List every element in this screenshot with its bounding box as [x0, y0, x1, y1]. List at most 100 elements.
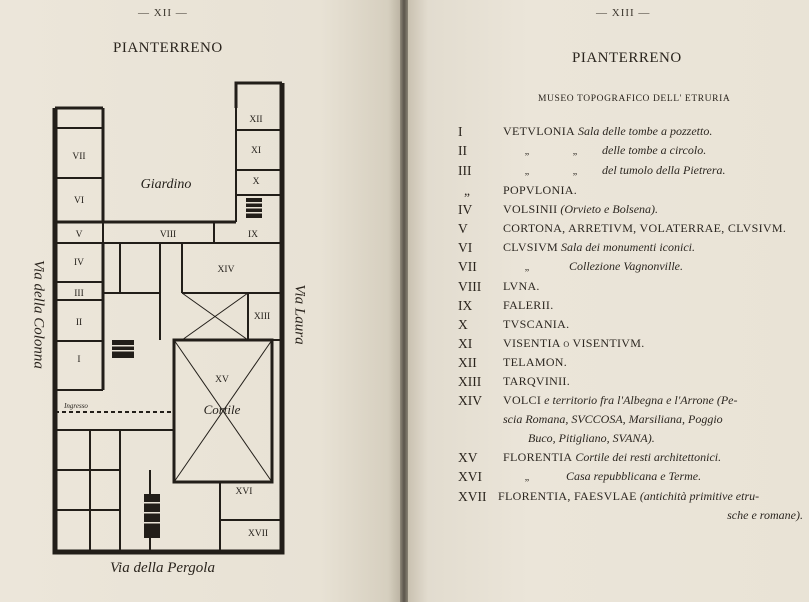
- ditto-mark: „: [572, 166, 578, 177]
- list-item: XI VISENTIA o VISENTIVM.: [458, 334, 803, 353]
- book-gutter: [400, 0, 408, 602]
- site-name: CORTONA, ARRETIVM, VOLATERRAE, CLVSIVM.: [503, 221, 787, 235]
- site-name: FALERII.: [503, 298, 554, 312]
- room-number: XII: [458, 355, 477, 370]
- room-index-list: I VETVLONIA Sala delle tombe a pozzetto.…: [458, 122, 803, 525]
- room-number: VI: [458, 240, 473, 255]
- room-number: IX: [458, 298, 473, 313]
- right-page: — XIII — PIANTERRENO MUSEO TOPOGRAFICO D…: [408, 0, 809, 602]
- room-description: scia Romana, SVCCOSA, Marsiliana, Poggio: [503, 412, 723, 426]
- room-description: Casa repubblicana e Terme.: [566, 469, 702, 483]
- site-name: VOLSINII: [503, 202, 558, 216]
- list-item: „ POPVLONIA.: [458, 181, 803, 200]
- list-item: X TVSCANIA.: [458, 315, 803, 334]
- list-item: XVI „ Casa repubblicana e Terme.: [458, 467, 803, 487]
- site-name: POPVLONIA.: [503, 183, 578, 197]
- left-page-title: PIANTERRENO: [113, 40, 223, 56]
- left-page: — XII — PIANTERRENO: [0, 0, 400, 602]
- room-number: II: [458, 143, 467, 158]
- site-name: VETVLONIA: [503, 124, 576, 138]
- room-description: del tumolo della Pietrera.: [602, 163, 726, 177]
- ditto-mark: „: [524, 472, 530, 483]
- room-label-ii: II: [76, 318, 82, 328]
- room-label-xi: XI: [251, 146, 261, 156]
- room-number: V: [458, 221, 468, 236]
- list-item: V CORTONA, ARRETIVM, VOLATERRAE, CLVSIVM…: [458, 219, 803, 238]
- right-page-title: PIANTERRENO: [572, 50, 682, 66]
- ditto-mark: „: [524, 146, 530, 157]
- museum-subtitle: MUSEO TOPOGRAFICO DELL' ETRURIA: [538, 94, 731, 104]
- street-label-east: Via Laura: [291, 284, 308, 345]
- list-item: XIII TARQVINII.: [458, 372, 803, 391]
- room-label-iii: III: [74, 289, 84, 299]
- site-name: VOLCI: [503, 393, 542, 407]
- room-number: VIII: [458, 279, 482, 294]
- room-number: XVII: [458, 489, 487, 504]
- room-description: (antichità primitive etru-: [639, 489, 760, 503]
- room-number: XIV: [458, 393, 482, 408]
- room-label-xvii: XVII: [248, 529, 268, 539]
- room-number: X: [458, 317, 468, 332]
- site-name: VISENTIA o VISENTIVM.: [503, 336, 645, 350]
- list-item: XIV VOLCI e territorio fra l'Albegna e l…: [458, 391, 803, 410]
- room-label-viii: VIII: [160, 230, 176, 240]
- room-number: „: [464, 183, 470, 198]
- list-item: IX FALERII.: [458, 296, 803, 315]
- site-name: FLORENTIA: [503, 450, 573, 464]
- ditto-mark: „: [572, 146, 578, 157]
- room-label-xii: XII: [249, 115, 262, 125]
- room-label-x: X: [253, 177, 260, 187]
- ditto-mark: „: [524, 166, 530, 177]
- site-name: LVNA.: [503, 279, 540, 293]
- room-description: sche e romane).: [727, 508, 803, 522]
- list-item: II „ „ delle tombe a circolo.: [458, 141, 803, 161]
- room-description: Collezione Vagnonville.: [569, 259, 683, 273]
- room-description: Sala delle tombe a pozzetto.: [578, 124, 713, 138]
- room-description: e territorio fra l'Albegna e l'Arrone (P…: [544, 393, 738, 407]
- room-number: IV: [458, 202, 473, 217]
- list-item: I VETVLONIA Sala delle tombe a pozzetto.: [458, 122, 803, 141]
- room-label-ix: IX: [248, 230, 258, 240]
- room-label-v: V: [76, 230, 83, 240]
- list-item-continuation: sche e romane).: [458, 506, 803, 525]
- list-item: XII TELAMON.: [458, 353, 803, 372]
- list-item-continuation: scia Romana, SVCCOSA, Marsiliana, Poggio: [458, 410, 803, 429]
- left-folio: — XII —: [138, 7, 188, 19]
- room-number: VII: [458, 259, 477, 274]
- ditto-mark: „: [524, 262, 530, 273]
- garden-label: Giardino: [141, 177, 192, 192]
- street-label-west: Via della Colonna: [30, 260, 47, 369]
- list-item-continuation: Buco, Pitigliano, SVANA).: [458, 429, 803, 448]
- room-description: (Orvieto e Bolsena).: [560, 202, 659, 216]
- room-label-i: I: [77, 355, 80, 365]
- list-item: VIII LVNA.: [458, 277, 803, 296]
- room-description: delle tombe a circolo.: [602, 143, 707, 157]
- room-label-iv: IV: [74, 258, 84, 268]
- entrance-label: Ingresso: [63, 402, 88, 410]
- list-item: VI CLVSIVM Sala dei monumenti iconici.: [458, 238, 803, 257]
- room-number: XVI: [458, 469, 482, 484]
- site-name: CLVSIVM: [503, 240, 559, 254]
- site-name: TARQVINII.: [503, 374, 571, 388]
- room-description: Sala dei monumenti iconici.: [561, 240, 695, 254]
- list-item: VII „ Collezione Vagnonville.: [458, 257, 803, 277]
- list-item: III „„ del tumolo della Pietrera.: [458, 161, 803, 181]
- floor-plan: VII VI V IV III II I VIII IX X XI XII XI…: [52, 81, 285, 555]
- room-number: XI: [458, 336, 473, 351]
- room-number: XV: [458, 450, 478, 465]
- street-label-south: Via della Pergola: [110, 560, 215, 576]
- room-label-xvi: XVI: [236, 487, 253, 497]
- room-label-xiv: XIV: [218, 265, 235, 275]
- room-label-vii: VII: [72, 152, 85, 162]
- room-description: Buco, Pitigliano, SVANA).: [528, 431, 655, 445]
- room-description: Cortile dei resti architettonici.: [575, 450, 722, 464]
- site-name: TVSCANIA.: [503, 317, 570, 331]
- room-number: XIII: [458, 374, 482, 389]
- list-item: XV FLORENTIA Cortile dei resti architett…: [458, 448, 803, 467]
- site-name: FLORENTIA, FAESVLAE: [498, 489, 637, 503]
- room-label-xiii: XIII: [254, 312, 270, 322]
- list-item: IV VOLSINII (Orvieto e Bolsena).: [458, 200, 803, 219]
- room-number: I: [458, 124, 463, 139]
- room-label-vi: VI: [74, 196, 84, 206]
- site-name: TELAMON.: [503, 355, 568, 369]
